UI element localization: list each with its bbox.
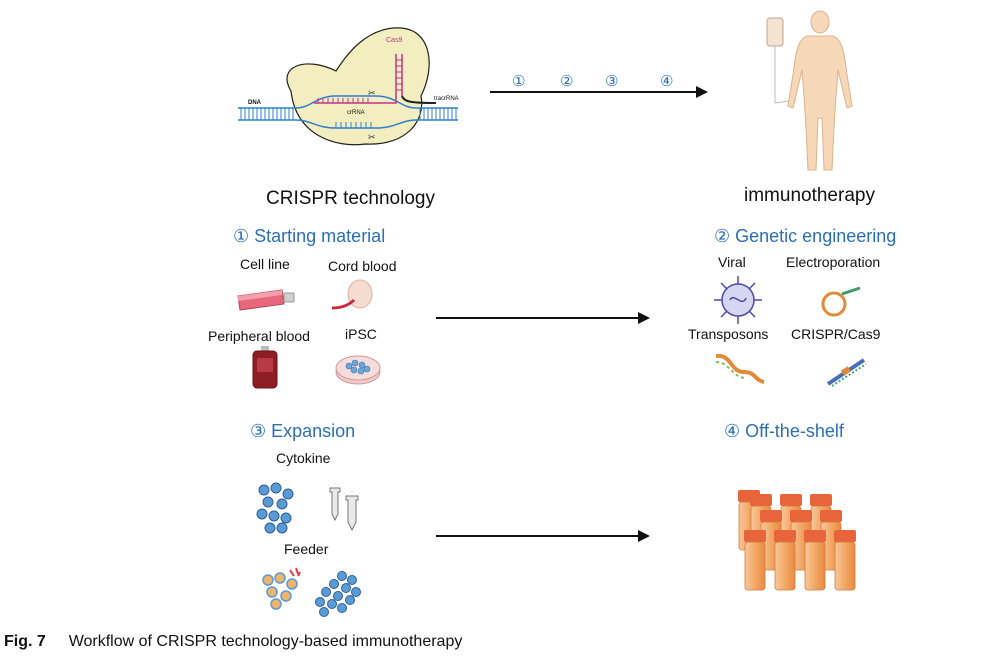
step-1-marker: ① xyxy=(512,72,526,90)
peripheral-blood-label: Peripheral blood xyxy=(208,328,310,344)
svg-text:✂: ✂ xyxy=(368,89,376,99)
expansion-to-shelf-arrow xyxy=(436,530,650,542)
starting-material-title: ① Starting material xyxy=(233,226,386,246)
figure-caption-text: Workflow of CRISPR technology-based immu… xyxy=(68,633,463,650)
step-3-marker: ③ xyxy=(605,72,619,90)
feeder-cells-icon xyxy=(262,567,301,610)
immunotherapy-caption: immunotherapy xyxy=(744,185,875,206)
cell-culture-flask-icon xyxy=(237,289,295,311)
ipsc-dish-icon xyxy=(335,355,381,385)
cytokine-label: Cytokine xyxy=(276,450,331,466)
transposon-icon xyxy=(715,353,765,384)
cord-blood-label: Cord blood xyxy=(328,258,397,274)
crispr-technology-caption: CRISPR technology xyxy=(266,188,435,209)
top-arrow xyxy=(490,86,708,98)
figure-caption: Fig. 7 Workflow of CRISPR technology-bas… xyxy=(4,633,462,651)
crispr-cas9-illustration: ✂ ✂ xyxy=(238,27,458,146)
transposons-label: Transposons xyxy=(688,326,769,342)
expanded-cells-icon xyxy=(315,571,361,617)
crrna-label: crRNA xyxy=(347,110,365,116)
starting-to-genetic-arrow xyxy=(436,312,650,324)
step-4-marker: ④ xyxy=(660,72,674,90)
pipette-tubes-icon xyxy=(329,487,359,532)
step-2-marker: ② xyxy=(560,72,574,90)
off-the-shelf-title: ④ Off-the-shelf xyxy=(724,421,844,441)
crispr-cas9-label: CRISPR/Cas9 xyxy=(791,326,881,342)
tracrrna-label: tracrRNA xyxy=(434,96,459,102)
cryovials-icon xyxy=(738,490,857,591)
svg-text:✂: ✂ xyxy=(368,133,376,143)
viral-label: Viral xyxy=(718,254,746,270)
figure-number: Fig. 7 xyxy=(4,633,46,650)
cell-cluster-icon xyxy=(256,482,294,534)
ipsc-label: iPSC xyxy=(345,326,377,342)
crispr-dna-icon xyxy=(826,358,867,387)
dna-label: DNA xyxy=(248,100,261,106)
electroporation-label: Electroporation xyxy=(786,254,881,270)
cas9-label: Cas9 xyxy=(386,37,403,44)
blood-bag-icon xyxy=(252,346,278,389)
expansion-title: ③ Expansion xyxy=(250,421,356,441)
umbilical-cord-icon xyxy=(331,279,373,310)
virus-icon xyxy=(714,276,762,324)
plasmid-icon xyxy=(821,286,861,317)
cell-line-label: Cell line xyxy=(240,256,290,272)
feeder-label: Feeder xyxy=(284,541,329,557)
genetic-engineering-title: ② Genetic engineering xyxy=(714,226,897,246)
human-figure-icon xyxy=(766,10,853,171)
